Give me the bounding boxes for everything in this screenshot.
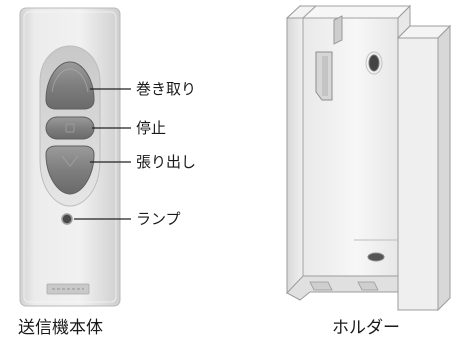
holder-bottom-lip	[286, 275, 399, 301]
holder-caption: ホルダー	[332, 318, 400, 338]
bottom-screw-slot	[367, 252, 385, 262]
remote-transmitter-illustration	[19, 7, 131, 307]
down-button[interactable]	[45, 145, 95, 195]
stop-button[interactable]	[45, 116, 95, 140]
holder-back-plate	[302, 5, 411, 277]
stop-label: 停止	[136, 119, 167, 137]
top-screw-slot	[368, 54, 380, 72]
holder-figure: ホルダー	[270, 0, 459, 347]
down-arrow-icon	[61, 155, 79, 167]
holder-illustration	[285, 4, 452, 312]
down-label: 張り出し	[136, 153, 197, 171]
lamp-indicator	[61, 213, 73, 225]
stop-square-icon	[65, 123, 75, 133]
up-label: 巻き取り	[136, 80, 197, 98]
lamp-label: ランプ	[136, 210, 181, 228]
remote-caption: 送信機本体	[18, 318, 103, 338]
remote-transmitter-figure: 巻き取り 停止 張り出し ランプ 送信機本体	[18, 7, 197, 338]
up-button[interactable]	[45, 61, 95, 110]
